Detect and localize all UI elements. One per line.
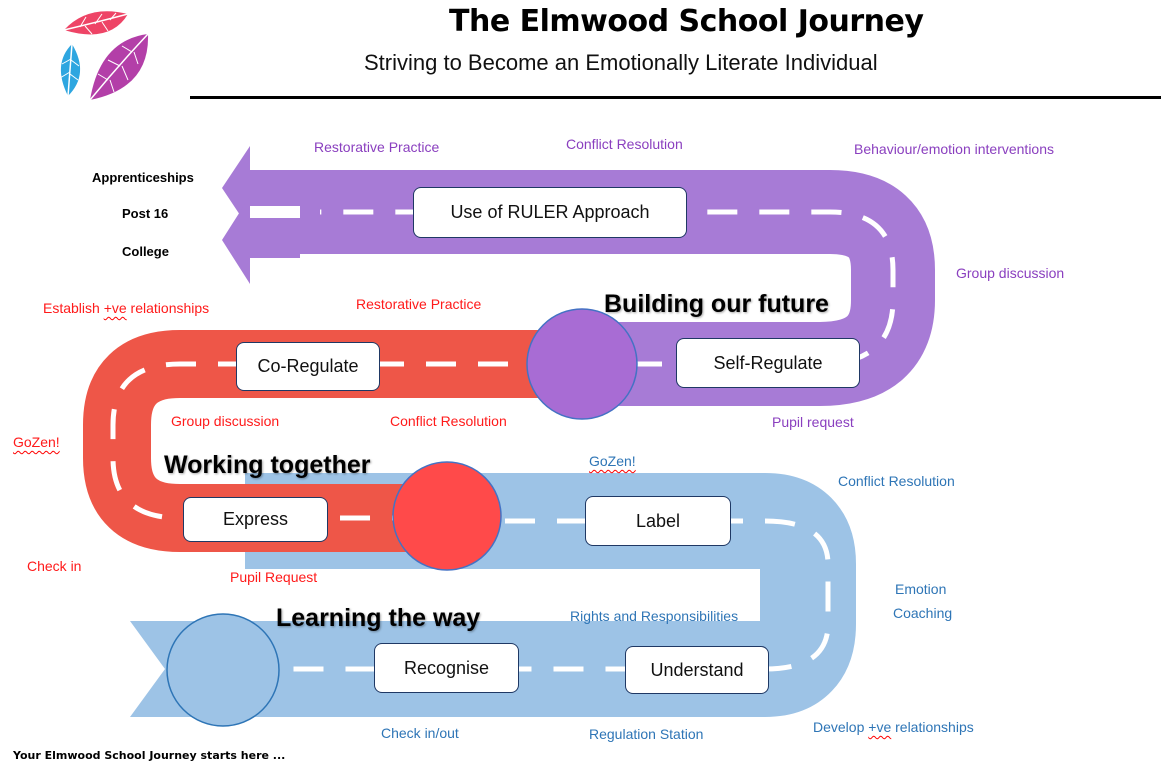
- label-restorative-practice-red: Restorative Practice: [356, 296, 482, 312]
- page-subtitle: Striving to Become an Emotionally Litera…: [364, 50, 878, 75]
- destination-apprenticeships: Apprenticeships: [92, 170, 194, 185]
- label-develop-ve: +ve: [868, 719, 892, 735]
- label-rights-responsibilities: Rights and Responsibilities: [570, 608, 739, 624]
- blue-leaf-icon: [59, 43, 81, 97]
- label-regulation-station: Regulation Station: [589, 726, 704, 742]
- red-road-dashes: [110, 361, 560, 521]
- step-box-recognise: Recognise: [374, 643, 519, 693]
- red-road: [83, 330, 582, 552]
- destination-post-16: Post 16: [122, 206, 169, 221]
- blue-stage-circle: [166, 613, 280, 727]
- label-restorative-practice-purple: Restorative Practice: [314, 139, 440, 155]
- label-conflict-resolution-purple: Conflict Resolution: [566, 136, 683, 152]
- header-rule: [190, 96, 1161, 99]
- step-box-label: Label: [585, 496, 731, 546]
- purple-leaf-icon: [89, 33, 149, 101]
- label-behaviour-interventions: Behaviour/emotion interventions: [854, 141, 1055, 157]
- label-group-discussion-purple: Group discussion: [956, 265, 1065, 281]
- page-title: The Elmwood School Journey: [449, 4, 924, 39]
- stage-heading-building-our-future: Building our future: [604, 290, 829, 318]
- label-group-discussion-red: Group discussion: [171, 413, 280, 429]
- label-pupil-request-red: Pupil Request: [230, 569, 318, 585]
- journey-start-caption: Your Elmwood School Journey starts here …: [13, 749, 286, 762]
- label-gozen-left: GoZen!: [13, 434, 60, 450]
- school-logo: [59, 11, 149, 101]
- label-establish-post: relationships: [126, 300, 210, 316]
- step-box-self-regulate: Self-Regulate: [676, 338, 860, 388]
- step-box-express: Express: [183, 497, 328, 542]
- label-coaching: Coaching: [893, 605, 953, 621]
- purple-stage-circle: [526, 308, 638, 420]
- step-box-co-regulate: Co-Regulate: [236, 342, 380, 391]
- purple-arrow-upper: [222, 146, 300, 230]
- stage-heading-working-together: Working together: [164, 451, 371, 479]
- label-gozen-middle: GoZen!: [589, 453, 636, 469]
- red-stage-circle: [392, 461, 502, 571]
- step-box-understand: Understand: [625, 646, 769, 694]
- label-establish-ve: +ve: [103, 300, 127, 316]
- destination-college: College: [122, 244, 169, 259]
- purple-arrow-lower: [222, 196, 300, 284]
- label-emotion: Emotion: [895, 581, 947, 597]
- label-check-in: Check in: [27, 558, 82, 574]
- step-box-ruler-approach: Use of RULER Approach: [413, 187, 687, 238]
- label-pupil-request-purple: Pupil request: [772, 414, 854, 430]
- red-leaf-icon: [63, 11, 129, 35]
- label-check-in-out: Check in/out: [381, 725, 459, 741]
- label-develop-pre: Develop: [813, 719, 869, 735]
- blue-road-dashes: [190, 518, 831, 672]
- label-establish-relationships: Establish +ve relationships: [43, 300, 209, 316]
- label-develop-relationships: Develop +ve relationships: [813, 719, 974, 735]
- stage-heading-learning-the-way: Learning the way: [276, 604, 481, 632]
- label-conflict-resolution-red: Conflict Resolution: [390, 413, 507, 429]
- label-conflict-resolution-blue: Conflict Resolution: [838, 473, 955, 489]
- label-develop-post: relationships: [891, 719, 974, 735]
- label-establish-pre: Establish: [43, 300, 104, 316]
